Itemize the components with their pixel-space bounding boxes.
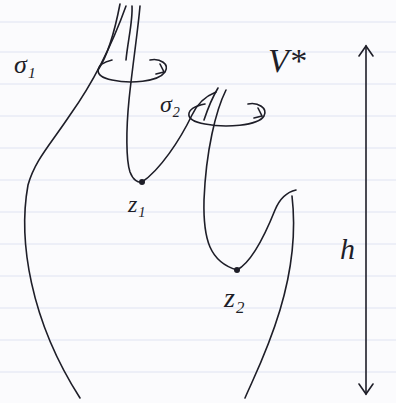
notebook-rules bbox=[0, 22, 396, 372]
sigma-label: σ₁ bbox=[14, 52, 36, 78]
surface-curves bbox=[25, 4, 296, 398]
critical-points bbox=[139, 179, 240, 273]
point-label: z₂ bbox=[224, 284, 245, 312]
loop-arrows bbox=[98, 60, 265, 126]
point-label: z₁ bbox=[128, 192, 146, 216]
space-label: V* bbox=[268, 44, 306, 78]
height-label: h bbox=[340, 234, 355, 264]
height-arrow bbox=[359, 46, 373, 394]
sigma-label: σ₂ bbox=[160, 92, 180, 116]
